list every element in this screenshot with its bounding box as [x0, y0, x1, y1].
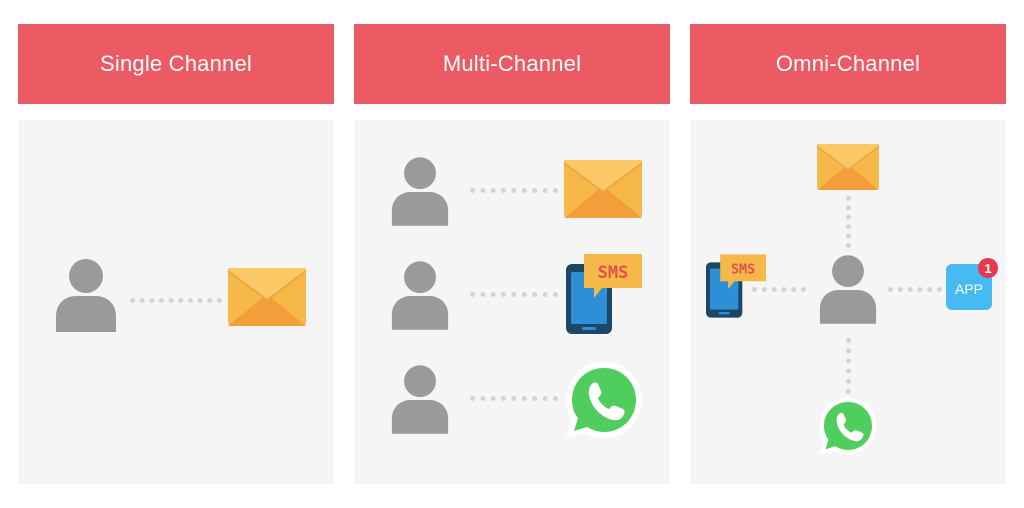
connector-line: [846, 196, 851, 248]
panel-omni-channel: SMS APP 1: [690, 120, 1006, 484]
panel-single-channel: [18, 120, 334, 484]
connector-line: [752, 287, 806, 292]
connector-line: [888, 287, 942, 292]
connector-line: [470, 292, 558, 297]
sms-label: SMS: [598, 263, 629, 283]
whatsapp-icon: [819, 397, 877, 455]
connector-line: [130, 298, 222, 303]
sms-phone-icon: SMS: [706, 254, 766, 318]
envelope-icon: [563, 160, 643, 218]
connector-line: [470, 396, 558, 401]
sms-phone-icon: SMS: [566, 254, 642, 334]
person-icon: [391, 365, 449, 434]
whatsapp-icon: [566, 362, 642, 438]
connector-line: [846, 338, 851, 394]
envelope-icon: [227, 268, 307, 326]
sms-label: SMS: [731, 262, 755, 277]
header-single-channel: Single Channel: [18, 24, 334, 104]
person-icon: [56, 259, 116, 332]
app-notification-icon: APP 1: [946, 258, 998, 310]
panel-multi-channel: SMS: [354, 120, 670, 484]
person-icon: [819, 255, 877, 324]
connector-line: [470, 188, 558, 193]
person-icon: [391, 261, 449, 330]
notification-badge-count: 1: [984, 261, 991, 276]
envelope-icon: [816, 144, 880, 190]
person-icon: [391, 157, 449, 226]
header-omni-channel: Omni-Channel: [690, 24, 1006, 104]
app-label: APP: [955, 281, 983, 297]
header-multi-channel: Multi-Channel: [354, 24, 670, 104]
